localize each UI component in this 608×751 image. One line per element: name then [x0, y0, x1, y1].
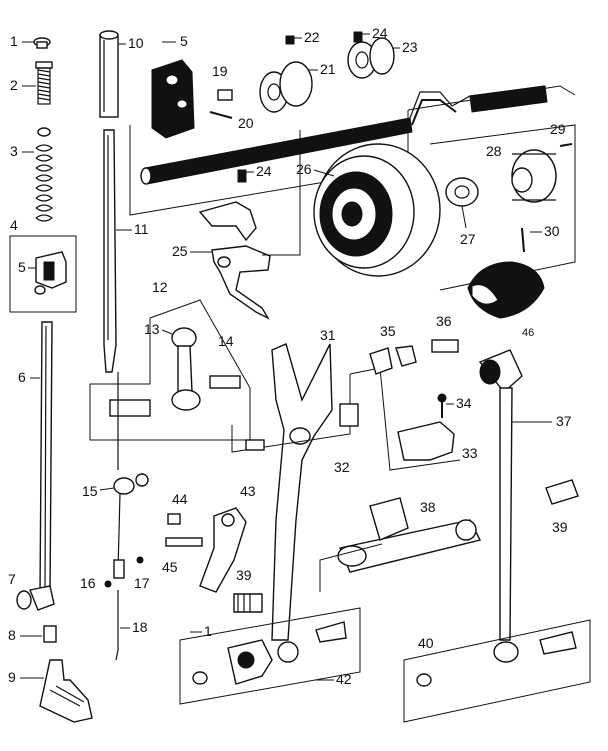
callout-42: 42 [336, 671, 352, 687]
callout-14: 14 [218, 333, 234, 349]
callout-35: 35 [380, 323, 396, 339]
callout-25: 25 [172, 243, 188, 259]
part-42-box [179, 607, 361, 705]
callout-26: 26 [296, 161, 312, 177]
callout-34: 34 [456, 395, 472, 411]
callout-31: 31 [320, 327, 336, 343]
callout-24b: 24 [256, 163, 272, 179]
callout-1b: 1 [204, 623, 212, 639]
callout-3: 3 [10, 143, 18, 159]
presser-foot [16, 585, 93, 723]
needle-bar-link [109, 327, 241, 417]
feed-bracket [245, 403, 455, 461]
needle-clamp [104, 372, 149, 661]
callout-30: 30 [544, 223, 560, 239]
callout-24a: 24 [372, 25, 388, 41]
callout-46: 46 [522, 327, 534, 339]
small-fasteners [369, 339, 459, 418]
stitch-regulator [165, 507, 247, 593]
callout-5a: 5 [18, 259, 26, 275]
callout-33: 33 [462, 445, 478, 461]
clamp-parts [192, 621, 577, 687]
callout-1: 1 [10, 33, 18, 49]
callout-27: 27 [460, 231, 476, 247]
eccentric-collars [259, 31, 395, 113]
feed-lever [271, 343, 333, 663]
callout-17: 17 [134, 575, 150, 591]
connecting-rod [478, 349, 523, 663]
presser-bar [103, 129, 117, 373]
gear-assembly [445, 143, 573, 207]
callout-15: 15 [82, 483, 98, 499]
crank-block [151, 59, 233, 139]
callout-45: 45 [162, 559, 178, 575]
callout-20: 20 [238, 115, 254, 131]
callout-43: 43 [240, 483, 256, 499]
part-12-box [89, 299, 251, 441]
needle-bar-sleeve [99, 30, 119, 118]
thread-take-up [198, 169, 271, 320]
callout-28: 28 [486, 143, 502, 159]
callout-8: 8 [8, 627, 16, 643]
callout-22: 22 [304, 29, 320, 45]
callout-39a: 39 [236, 567, 252, 583]
callout-29: 29 [550, 121, 566, 137]
bracket-box [9, 235, 77, 313]
callout-44: 44 [172, 491, 188, 507]
callout-6: 6 [18, 369, 26, 385]
callout-38: 38 [420, 499, 436, 515]
eccentric-screws [233, 479, 579, 613]
callout-7: 7 [8, 571, 16, 587]
bobbin-gear [467, 227, 545, 319]
handwheel [313, 143, 441, 277]
part-33-box [349, 367, 461, 471]
callout-32: 32 [334, 459, 350, 475]
callout-9: 9 [8, 669, 16, 685]
callout-18: 18 [132, 619, 148, 635]
callout-37: 37 [556, 413, 572, 429]
needle-bar [39, 321, 53, 596]
callout-labels: 1 2 3 4 5 5 6 7 8 9 10 11 12 13 14 15 16… [8, 25, 572, 687]
part-40-box [403, 619, 591, 723]
rocker-shaft [337, 497, 482, 573]
upper-shaft [140, 85, 548, 185]
callout-40: 40 [418, 635, 434, 651]
callout-39b: 39 [552, 519, 568, 535]
callout-19: 19 [212, 63, 228, 79]
callout-12: 12 [152, 279, 168, 295]
thumb-screw-stack [33, 37, 54, 222]
callout-10: 10 [128, 35, 144, 51]
callout-13: 13 [144, 321, 160, 337]
callout-21: 21 [320, 61, 336, 77]
callout-11: 11 [134, 221, 149, 237]
callout-4: 4 [10, 217, 18, 233]
callout-5b: 5 [180, 33, 188, 49]
presser-bar-guide [34, 251, 67, 295]
callout-36: 36 [436, 313, 452, 329]
callout-2: 2 [10, 77, 18, 93]
callout-23: 23 [402, 39, 418, 55]
callout-16: 16 [80, 575, 96, 591]
